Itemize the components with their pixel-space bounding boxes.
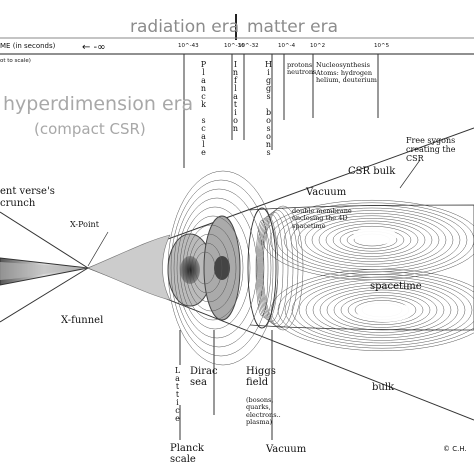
funnel-ring [182,215,244,321]
bulk-label: bulk [372,382,395,393]
spacetime-ring [319,287,445,333]
spacetime-ring [277,271,474,349]
spacetime-ring [298,279,466,341]
spacetime-ring [311,218,433,262]
spacetime-ring [326,289,438,331]
double-membrane [247,207,277,329]
spacetime-ring [284,274,474,346]
spacetime-ring [297,212,447,268]
funnel-ring [170,179,272,357]
nucleosynthesis-text: Atoms: hydrogen helium, deuterium [316,69,377,85]
free-sygons-label: Free sygons creating the CSR [406,136,456,163]
spacetime-ring [304,215,440,265]
spacetime-ring [333,292,431,328]
timeline-ticks [183,54,379,168]
spacetime-ring [291,276,473,344]
x-point-label: X-Point [70,220,99,229]
higgs-field-items: (bosons, quarks, electrons.. plasma) [246,396,281,427]
funnel-ring [179,206,251,330]
tick-label: 10^2 [310,43,326,49]
membrane-ring [255,219,269,317]
spacetime-ring [305,281,459,339]
spacetime-ring [325,223,419,257]
bottom-markers [179,330,273,440]
funnel-ring [191,242,223,294]
lattice-vertical: Lattice [173,366,182,422]
vacuum-label: Vacuum [306,187,347,198]
tick-label: 10^-36 [224,43,245,49]
csr-bulk-label: CSR bulk [348,166,396,177]
x-funnel-label: X-funnel [61,315,104,326]
hyperdimension-era-label: hyperdimension era [3,93,194,115]
spacetime-label: spacetime [370,281,422,292]
tick-label: 10^-43 [178,43,199,49]
nucleosynthesis-title: Nucleosynthesis [316,61,370,69]
vacuum-bottom-label: Vacuum [266,444,307,455]
double-membrane-label: double membrane enclosing the 4D spaceti… [292,207,352,230]
planck-scale-vertical: Planck scale [199,60,208,156]
tick-label: 10^5 [374,43,390,49]
scale-note: ot to scale) [0,58,31,64]
funnel-ring [173,188,265,348]
funnel-ring [188,233,230,303]
funnel-ring [185,224,237,312]
spacetime-ring [347,297,417,323]
dirac-sea-label: Dirac sea [190,366,218,388]
higgs-bosons-vertical: Higgs bosons [264,60,273,156]
compact-csr-label: (compact CSR) [34,120,146,138]
tick-label: 10^-32 [238,43,259,49]
spacetime-rings [167,170,474,366]
spacetime-ring [332,225,412,255]
matter-era-label: matter era [247,17,339,37]
previous-universe-label: ent verse's crunch [0,186,55,209]
radiation-era-label: radiation era [130,17,240,37]
inflation-vertical: Inflation [231,60,240,132]
bright-spot-upper [353,227,397,245]
tick-label: 10^-4 [278,43,296,49]
membrane-ring [260,209,294,327]
higgs-field-label: Higgs field [246,366,276,388]
spacetime-ring [312,284,452,336]
membrane-ring [262,205,304,331]
protons-neutrons-label: protons neutrons [287,61,317,77]
spacetime-ring [340,294,424,326]
spacetime-ring [270,268,474,352]
funnel-ring [194,251,216,285]
negative-infinity-label: ← -∞ [82,42,106,53]
csr-bulk-envelope [249,204,474,331]
time-axis-label: ME (in seconds) [0,42,56,50]
membrane-ring [256,217,274,319]
spacetime-ring [318,220,426,260]
membrane-ring [257,215,279,321]
copyright-label: © C.H. [443,445,467,453]
planck-scale-label: Planck scale [170,443,204,465]
bright-spot-lower [357,302,413,322]
